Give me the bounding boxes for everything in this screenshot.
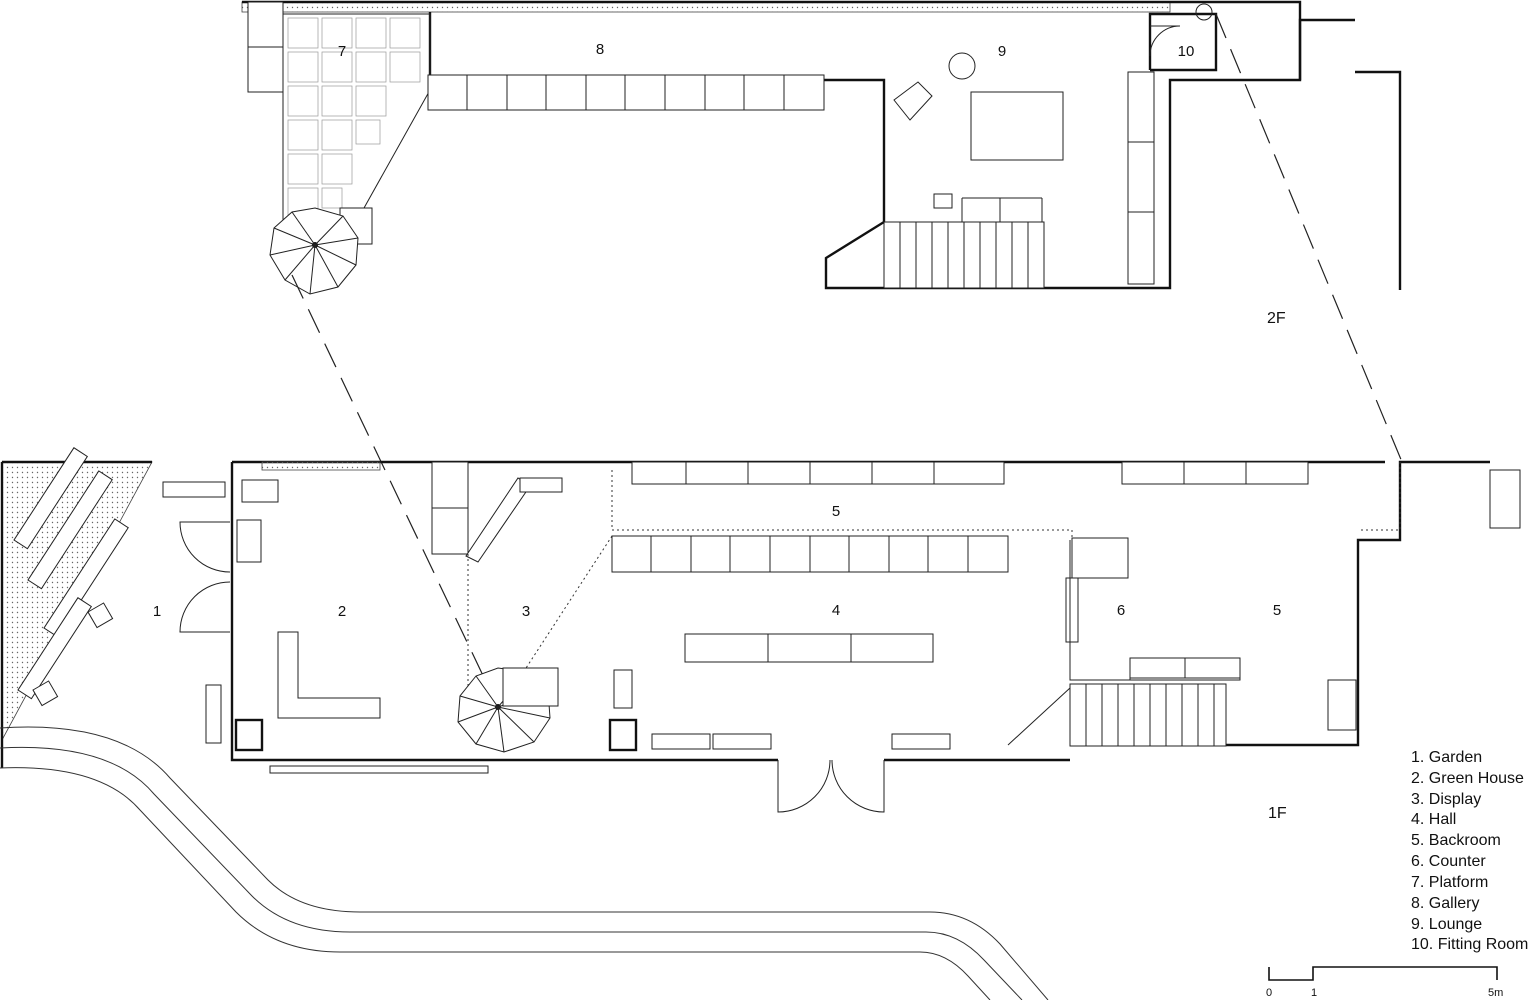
2f-right-annex — [1298, 18, 1402, 290]
1f-wall-cabinets — [631, 461, 1309, 485]
counter-side — [1065, 577, 1079, 643]
scale-tick-1: 1 — [1311, 987, 1317, 999]
legend-item-1: 1. Garden — [1411, 749, 1482, 766]
garden-door — [179, 521, 231, 633]
legend-item-5: 5. Backroom — [1411, 832, 1501, 849]
scale-bar: 0 1 5m — [1266, 966, 1503, 999]
platform-floor — [282, 13, 431, 243]
platform-tiles — [287, 17, 421, 219]
hall-small-stand — [613, 669, 633, 709]
room-label-9: 9 — [998, 43, 1006, 60]
room-label-8: 8 — [596, 41, 604, 58]
garden-bench — [162, 481, 226, 498]
legend-item-9: 9. Lounge — [1411, 916, 1482, 933]
room-label-3: 3 — [522, 603, 530, 620]
1f-entry-threshold — [269, 765, 489, 774]
legend-item-10: 10. Fitting Room — [1411, 936, 1528, 953]
legend-item-7: 7. Platform — [1411, 874, 1488, 891]
legend-item-8: 8. Gallery — [1411, 895, 1479, 912]
main-entrance-door — [777, 759, 885, 813]
scale-tick-5m: 5m — [1488, 987, 1503, 999]
fitting-room-wall — [1148, 12, 1218, 72]
backroom-curtain-top — [611, 470, 1073, 540]
legend-item-3: 3. Display — [1411, 791, 1481, 808]
display-top-shelf — [519, 477, 563, 493]
stair-1f — [1069, 683, 1227, 747]
column-1 — [234, 718, 264, 752]
hall-center-table — [684, 633, 934, 663]
floor-label-2f: 2F — [1267, 310, 1286, 327]
counter-desk — [1071, 537, 1129, 579]
lounge-box — [933, 193, 953, 209]
greenhouse-shelf — [236, 519, 262, 563]
legend-item-4: 4. Hall — [1411, 811, 1456, 828]
legend-item-2: 2. Green House — [1411, 770, 1524, 787]
lounge-rug — [970, 91, 1064, 161]
side-door — [1489, 469, 1521, 529]
room-label-1: 1 — [153, 603, 161, 620]
stair-2f — [883, 221, 1045, 289]
column-2 — [608, 718, 638, 752]
display-plinth — [502, 667, 559, 707]
room-label-4: 4 — [832, 602, 840, 619]
garden-stool-1 — [87, 602, 114, 629]
backroom-cabinet — [1327, 679, 1357, 731]
room-label-5-upper: 5 — [832, 503, 840, 520]
plan-1f — [0, 447, 1521, 813]
garden-planters — [13, 447, 129, 700]
street-curb — [0, 726, 1049, 1000]
greenhouse-top-strip — [261, 461, 381, 471]
hall-bench-3 — [891, 733, 951, 750]
floor-label-1f: 1F — [1268, 805, 1287, 822]
room-label-2: 2 — [338, 603, 346, 620]
room-label-6: 6 — [1117, 602, 1125, 619]
greenhouse-l-bench — [277, 631, 381, 719]
fitting-room-door — [1149, 25, 1181, 57]
lounge-chair — [893, 81, 933, 121]
room-labels-2f: 7 8 9 10 — [338, 41, 1195, 60]
stair-landing — [1007, 687, 1071, 746]
backroom-right-wall — [1358, 462, 1401, 531]
scale-tick-0: 0 — [1266, 987, 1272, 999]
lounge-round-table — [948, 52, 976, 80]
2f-top-wall — [241, 1, 1171, 13]
1f-outer-wall — [230, 460, 1490, 762]
room-label-10: 10 — [1178, 43, 1195, 60]
lounge-wall-cabinet — [1127, 71, 1155, 285]
spiral-stair-2f — [269, 207, 359, 295]
hall-bench-1 — [651, 733, 711, 750]
projection-line-left — [291, 274, 499, 708]
garden-stool-2 — [32, 680, 59, 707]
plan-2f — [241, 0, 1402, 295]
garden-sign — [205, 684, 222, 744]
gallery-shelving — [427, 74, 825, 111]
greenhouse-sink — [241, 479, 279, 503]
legend-item-6: 6. Counter — [1411, 853, 1486, 870]
room-labels-1f: 1 2 3 4 5 6 5 — [153, 503, 1281, 620]
legend: 1. Garden 2. Green House 3. Display 4. H… — [1411, 749, 1528, 953]
hall-shelving — [611, 535, 1009, 573]
room-label-7: 7 — [338, 43, 346, 60]
projection-line-right — [1215, 13, 1403, 463]
hall-bench-2 — [712, 733, 772, 750]
room-label-5-right: 5 — [1273, 602, 1281, 619]
